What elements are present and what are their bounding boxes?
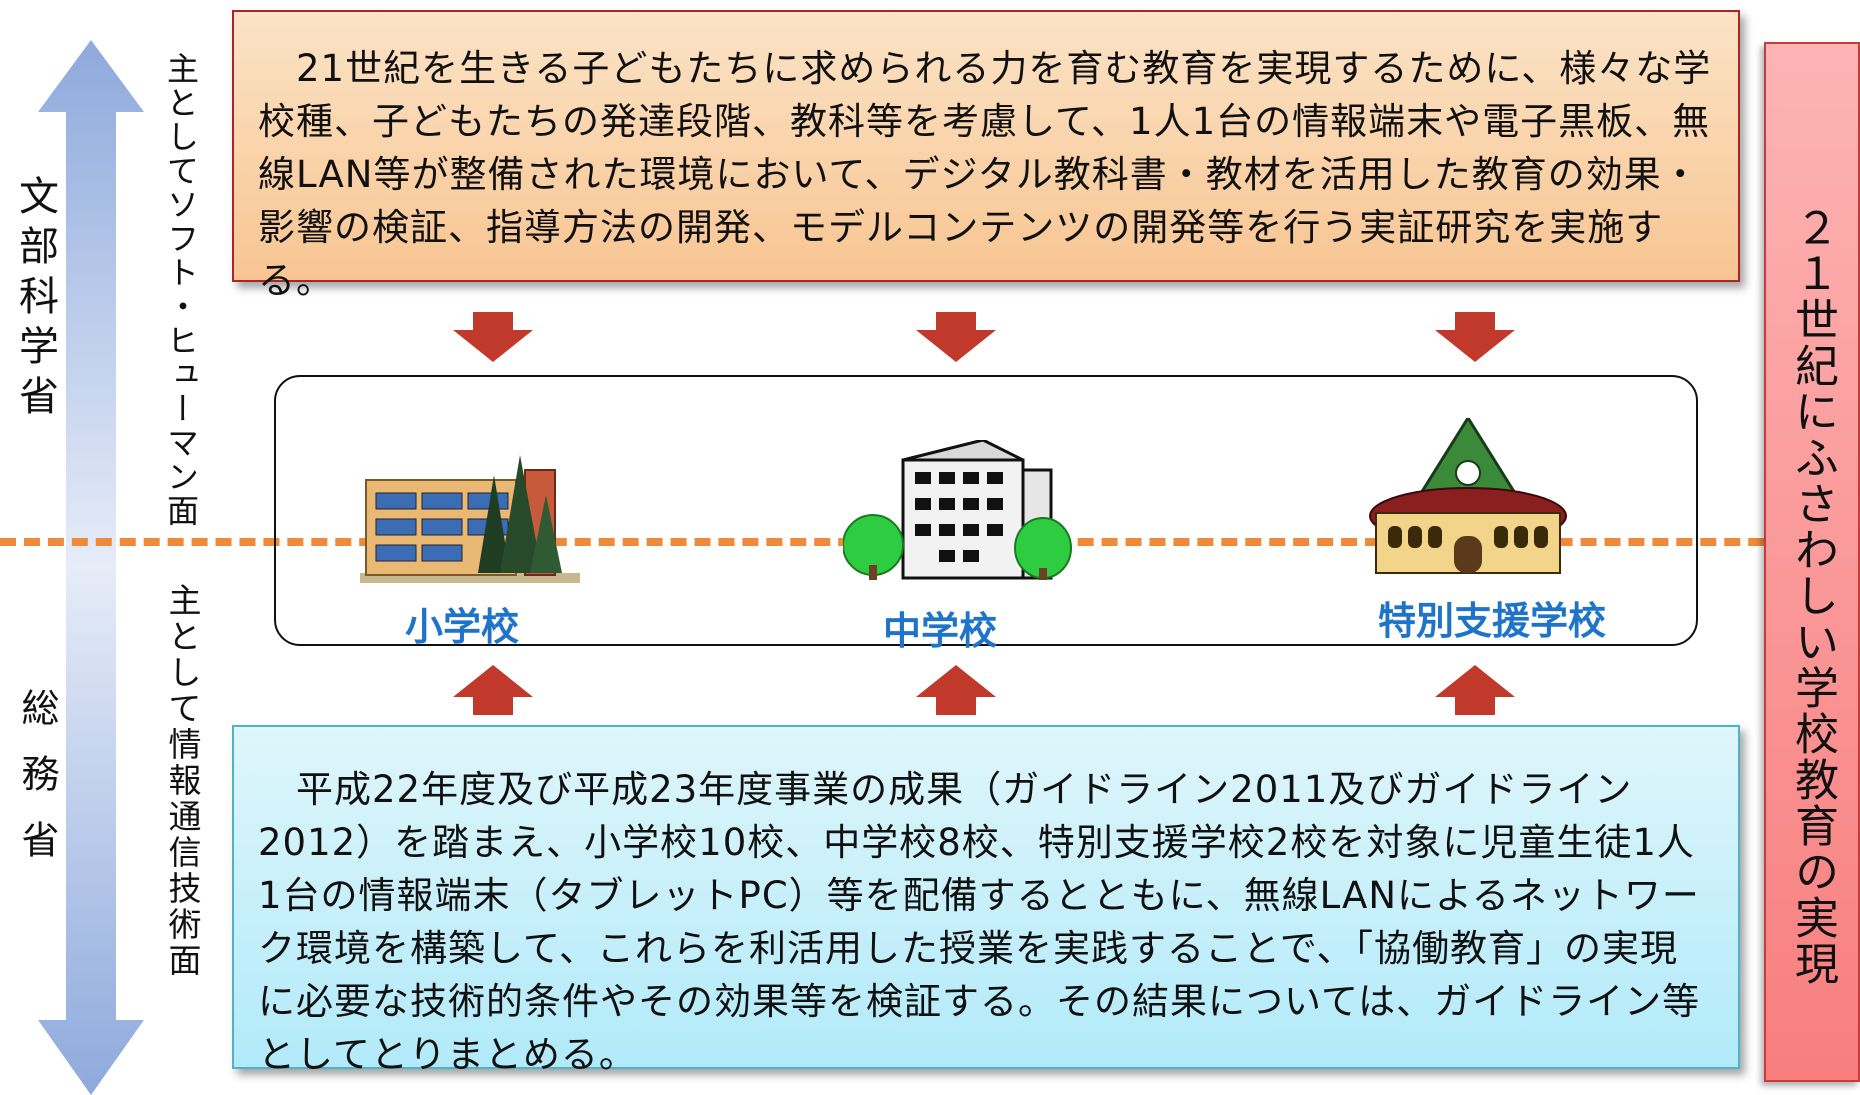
ict-aspect-label: 主として情報通信技術面 bbox=[163, 583, 202, 979]
goal-banner bbox=[1764, 42, 1860, 1082]
down-arrow-3-icon bbox=[1435, 312, 1515, 362]
up-arrow-3-icon bbox=[1435, 665, 1515, 715]
up-arrow-1-icon bbox=[453, 665, 533, 715]
elementary-school-icon bbox=[360, 455, 580, 583]
up-arrow-2-icon bbox=[916, 665, 996, 715]
down-arrow-1-icon bbox=[453, 312, 533, 362]
mext-description-box: 21世紀を生きる子どもたちに求められる力を育む教育を実現するために、様々な学校種… bbox=[232, 10, 1740, 302]
junior-high-school-icon bbox=[843, 440, 1072, 580]
goal-banner-text: ２１世紀にふさわしい学校教育の実現 bbox=[1787, 205, 1838, 987]
ministry-mext-label: 文部科学省 bbox=[12, 175, 58, 425]
school-label-elementary: 小学校 bbox=[405, 605, 520, 649]
soft-human-aspect-label: 主としてソフト・ヒューマン面 bbox=[162, 52, 200, 528]
mext-description-text: 21世紀を生きる子どもたちに求められる力を育む教育を実現するために、様々な学校種… bbox=[258, 47, 1712, 302]
vertical-double-arrow bbox=[38, 40, 144, 1095]
mic-description-text: 平成22年度及び平成23年度事業の成果（ガイドライン2011及びガイドライン20… bbox=[258, 768, 1701, 1076]
schools-box bbox=[274, 375, 1698, 646]
school-label-special-support: 特別支援学校 bbox=[1378, 599, 1607, 643]
mic-description-box: 平成22年度及び平成23年度事業の成果（ガイドライン2011及びガイドライン20… bbox=[232, 725, 1740, 1076]
special-support-school-icon bbox=[1369, 418, 1567, 574]
school-label-junior-high: 中学校 bbox=[883, 609, 998, 653]
down-arrow-2-icon bbox=[916, 312, 996, 362]
ministry-mic-label: 総務省 bbox=[15, 688, 59, 886]
